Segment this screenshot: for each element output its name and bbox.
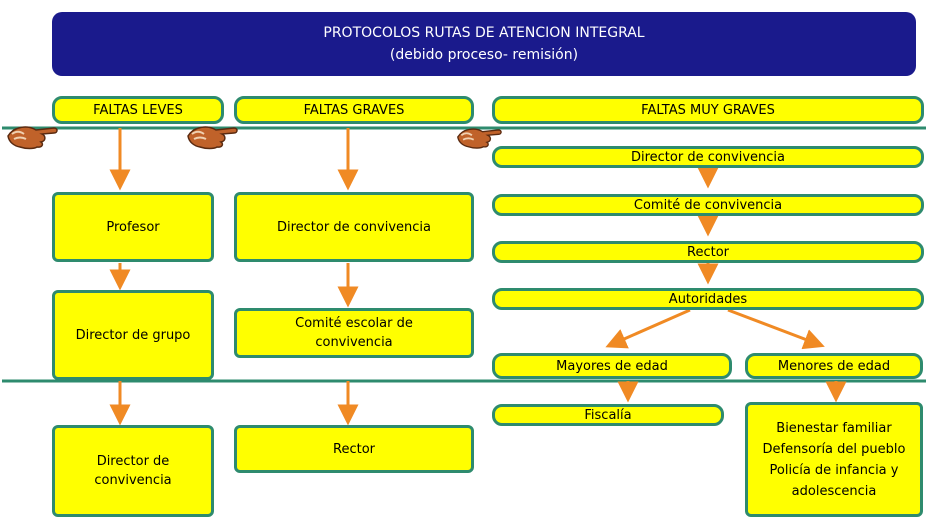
title-line-1: PROTOCOLOS RUTAS DE ATENCION INTEGRAL [323, 25, 645, 41]
arrow [727, 308, 825, 350]
node-mayores-de-edad: Mayores de edad [492, 353, 732, 379]
dest-defensoria-del-pueblo: Defensoría del pueblo [762, 441, 906, 457]
arrow [605, 308, 691, 349]
header-faltas-leves: FALTAS LEVES [52, 96, 224, 124]
page-title: PROTOCOLOS RUTAS DE ATENCION INTEGRAL (d… [52, 12, 916, 76]
node-director-de-convivencia-leves: Director de convivencia [52, 425, 214, 517]
node-profesor: Profesor [52, 192, 214, 262]
dest-policia-infancia: Policía de infancia y adolescencia [769, 462, 899, 499]
node-director-de-convivencia-graves: Director de convivencia [234, 192, 474, 262]
node-rector-graves: Rector [234, 425, 474, 473]
header-faltas-muy-graves: FALTAS MUY GRAVES [492, 96, 924, 124]
node-fiscalia: Fiscalía [492, 404, 724, 426]
node-director-de-convivencia-muy-graves: Director de convivencia [492, 146, 924, 168]
node-comite-de-convivencia: Comité de convivencia [492, 194, 924, 216]
node-menores-destinos: Bienestar familiar Defensoría del pueblo… [745, 402, 923, 517]
pointing-hand-icon [7, 126, 58, 150]
dest-bienestar-familiar: Bienestar familiar [776, 420, 892, 436]
node-director-de-grupo: Director de grupo [52, 290, 214, 380]
node-rector-muy-graves: Rector [492, 241, 924, 263]
pointing-hand-icon [457, 128, 502, 149]
node-autoridades: Autoridades [492, 288, 924, 310]
pointing-hand-icon [187, 126, 238, 150]
node-menores-de-edad: Menores de edad [745, 353, 923, 379]
header-faltas-graves: FALTAS GRAVES [234, 96, 474, 124]
node-comite-escolar: Comité escolar de convivencia [234, 308, 474, 358]
title-line-2: (debido proceso- remisión) [389, 47, 579, 63]
